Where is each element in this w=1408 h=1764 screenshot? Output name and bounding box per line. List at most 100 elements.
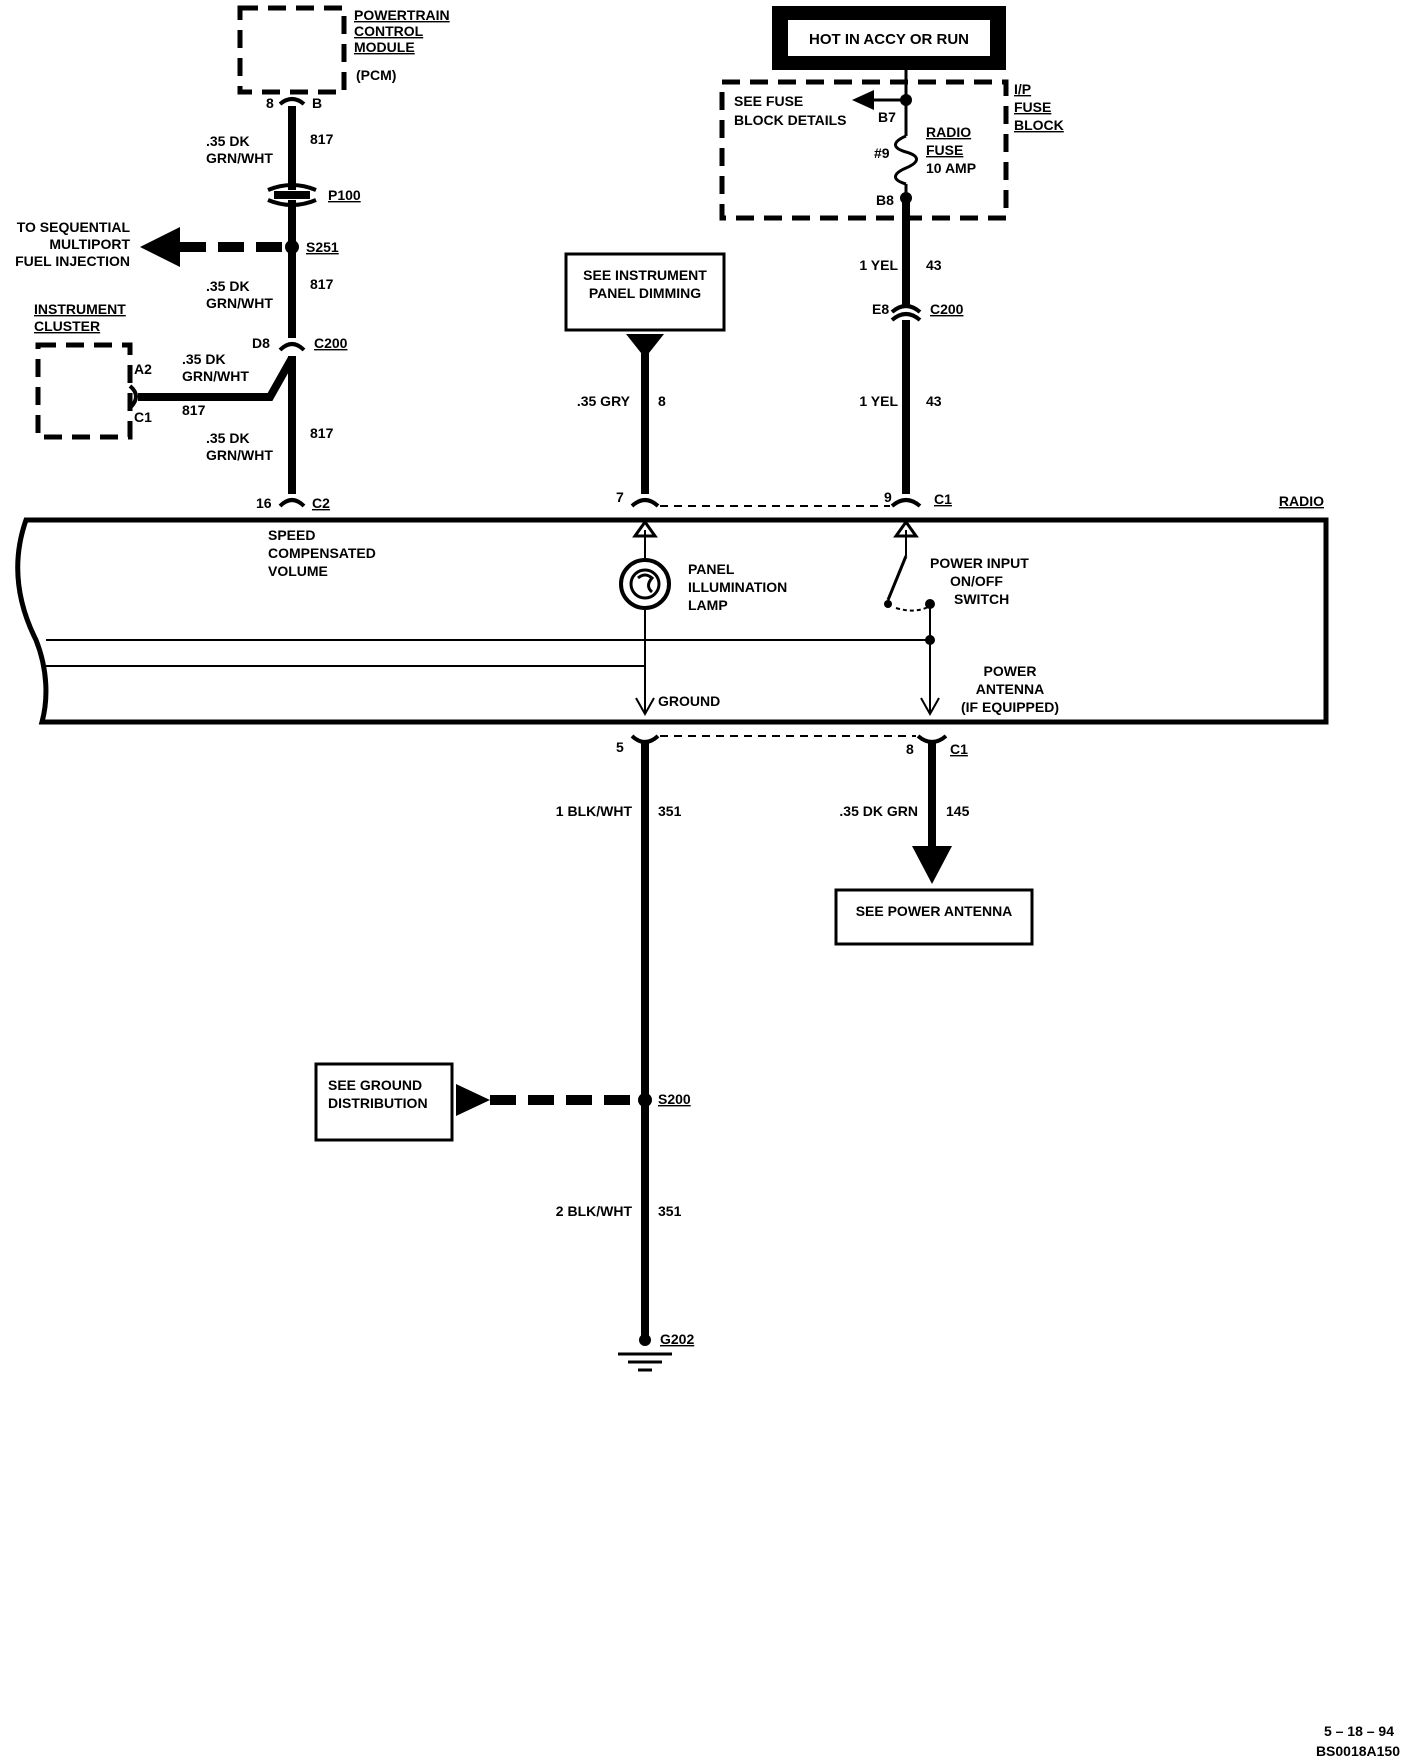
svg-text:SEE POWER ANTENNA: SEE POWER ANTENNA [856, 903, 1013, 919]
antenna-1: POWER [984, 663, 1037, 679]
w817-mid-circuit: 817 [310, 276, 334, 292]
ground-g202-icon: G202 [618, 1331, 694, 1372]
w817-bot-gauge-2: GRN/WHT [206, 447, 273, 463]
wire-817-cluster [138, 356, 296, 401]
c200-left-connector: D8 C200 [252, 335, 348, 352]
c200-right-connector: E8 C200 [872, 301, 964, 322]
footer-date: 5 – 18 – 94 [1324, 1723, 1394, 1739]
lamp-icon [619, 558, 671, 610]
w8-circuit: 8 [658, 393, 666, 409]
w817-bot-circuit: 817 [310, 425, 334, 441]
w817-top-circuit: 817 [310, 131, 334, 147]
to-sfi-1: TO SEQUENTIAL [17, 219, 131, 235]
pcm-pin: 8 [266, 95, 274, 111]
svg-text:B7: B7 [878, 109, 896, 125]
svg-text:G202: G202 [660, 1331, 694, 1347]
svg-text:E8: E8 [872, 301, 889, 317]
to-sfi-2: MULTIPORT [49, 236, 130, 252]
svg-text:CLUSTER: CLUSTER [34, 318, 100, 334]
switch-1: POWER INPUT [930, 555, 1029, 571]
fuse-icon [894, 134, 918, 186]
see-power-antenna-box: SEE POWER ANTENNA [834, 888, 1034, 946]
s251-splice: S251 [285, 239, 339, 255]
svg-text:#9: #9 [874, 145, 890, 161]
switch-2: ON/OFF [950, 573, 1003, 589]
arrow-down-icon [912, 846, 952, 884]
w817-bot-gauge-1: .35 DK [206, 430, 250, 446]
scv-2: COMPENSATED [268, 545, 376, 561]
svg-text:7: 7 [616, 489, 624, 505]
to-sfi-3: FUEL INJECTION [15, 253, 130, 269]
svg-text:C1: C1 [134, 409, 152, 425]
footer-code: BS0018A150 [1316, 1743, 1400, 1759]
svg-text:S200: S200 [658, 1091, 691, 1107]
c2-connector: 16 C2 [256, 495, 330, 511]
switch-3: SWITCH [954, 591, 1009, 607]
svg-text:A2: A2 [134, 361, 152, 377]
pcm-label-3: MODULE [354, 39, 415, 55]
svg-text:C200: C200 [314, 335, 348, 351]
svg-text:C2: C2 [312, 495, 330, 511]
see-ground-box: SEE GROUND DISTRIBUTION [314, 1062, 454, 1142]
svg-text:BLOCK: BLOCK [1014, 117, 1064, 133]
w351-top-gauge: 1 BLK/WHT [556, 803, 633, 819]
pcm-label-1: POWERTRAIN [354, 7, 450, 23]
svg-text:RADIO: RADIO [926, 124, 971, 140]
svg-text:16: 16 [256, 495, 272, 511]
svg-text:DISTRIBUTION: DISTRIBUTION [328, 1095, 428, 1111]
w351-bot-gauge: 2 BLK/WHT [556, 1203, 633, 1219]
lamp-2: ILLUMINATION [688, 579, 787, 595]
arrow-right-icon [456, 1084, 490, 1116]
svg-text:SEE INSTRUMENT: SEE INSTRUMENT [583, 267, 707, 283]
p100-connector: P100 [267, 183, 361, 207]
svg-text:8: 8 [906, 741, 914, 757]
antenna-2: ANTENNA [976, 681, 1044, 697]
arrow-left-icon [140, 227, 180, 267]
w817-top-gauge-2: GRN/WHT [206, 150, 273, 166]
c1-top-connector: 7 9 C1 [616, 489, 952, 508]
svg-text:C1: C1 [934, 491, 952, 507]
svg-text:FUSE: FUSE [926, 142, 963, 158]
svg-text:PANEL DIMMING: PANEL DIMMING [589, 285, 701, 301]
pcm-abbr: (PCM) [356, 67, 396, 83]
svg-text:FUSE: FUSE [1014, 99, 1051, 115]
instrument-cluster: INSTRUMENT CLUSTER A2 C1 [34, 301, 152, 440]
s200-splice: S200 [638, 1091, 691, 1107]
w351-bot-circuit: 351 [658, 1203, 682, 1219]
w817-cluster-gauge-1: .35 DK [182, 351, 226, 367]
svg-text:C200: C200 [930, 301, 964, 317]
hot-label-box: HOT IN ACCY OR RUN [772, 6, 1006, 70]
svg-text:C1: C1 [950, 741, 968, 757]
w145-gauge: .35 DK GRN [839, 803, 918, 819]
hot-label: HOT IN ACCY OR RUN [809, 31, 969, 48]
w817-mid-gauge-2: GRN/WHT [206, 295, 273, 311]
arrow-left-icon [852, 90, 874, 110]
w817-mid-gauge-1: .35 DK [206, 278, 250, 294]
lamp-3: LAMP [688, 597, 728, 613]
lamp-1: PANEL [688, 561, 735, 577]
w43-bot-gauge: 1 YEL [859, 393, 898, 409]
ground-label: GROUND [658, 693, 720, 709]
switch-icon [886, 555, 908, 601]
c1-bottom-connector: 5 8 C1 [616, 734, 968, 757]
w43-bot-circuit: 43 [926, 393, 942, 409]
w817-cluster-circuit: 817 [182, 402, 206, 418]
pcm-module: POWERTRAIN CONTROL MODULE (PCM) 8 B [237, 5, 450, 111]
scv-1: SPEED [268, 527, 315, 543]
scv-3: VOLUME [268, 563, 328, 579]
svg-text:I/P: I/P [1014, 81, 1031, 97]
svg-text:B8: B8 [876, 192, 894, 208]
see-ip-dimming-box: SEE INSTRUMENT PANEL DIMMING [564, 252, 726, 332]
svg-text:SEE GROUND: SEE GROUND [328, 1077, 422, 1093]
svg-text:INSTRUMENT: INSTRUMENT [34, 301, 126, 317]
svg-text:10 AMP: 10 AMP [926, 160, 976, 176]
w817-top-gauge-1: .35 DK [206, 133, 250, 149]
radio-label: RADIO [1279, 493, 1324, 509]
pcm-label-2: CONTROL [354, 23, 424, 39]
pcm-connector: B [312, 95, 322, 111]
antenna-3: (IF EQUIPPED) [961, 699, 1059, 715]
svg-text:BLOCK DETAILS: BLOCK DETAILS [734, 112, 847, 128]
w351-top-circuit: 351 [658, 803, 682, 819]
svg-text:9: 9 [884, 489, 892, 505]
